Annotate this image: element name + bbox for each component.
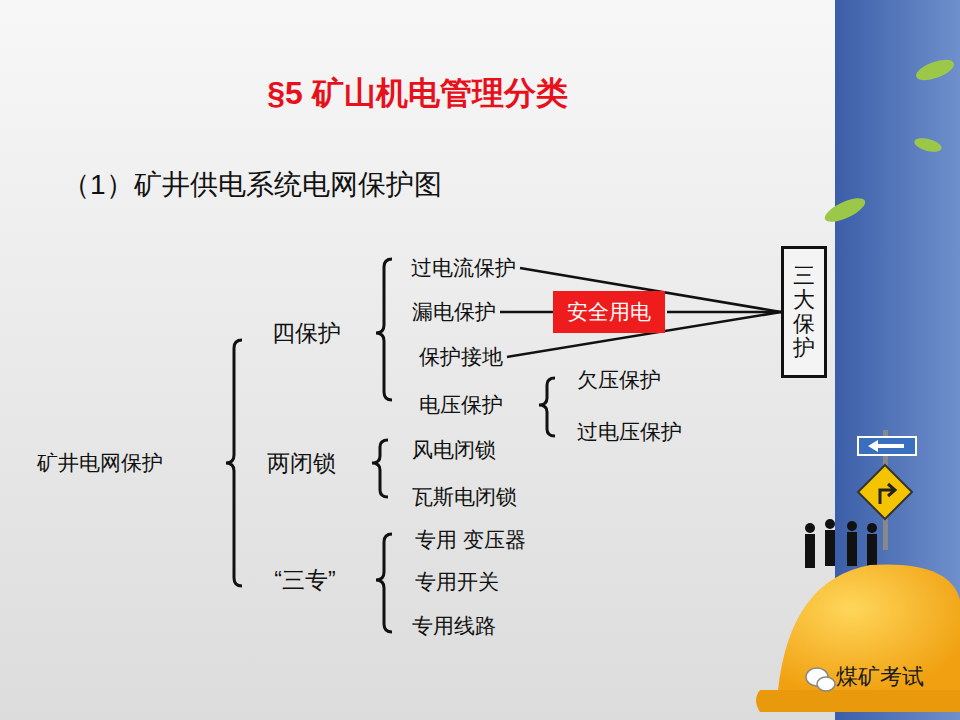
highlight-box: 安全用电 bbox=[553, 291, 665, 333]
group-item: 四保护 bbox=[270, 316, 343, 351]
leaf-item: 风电闭锁 bbox=[410, 434, 498, 466]
node-text: 专用线路 bbox=[412, 612, 496, 640]
node-text: 欠压保护 bbox=[577, 366, 661, 394]
node-text: 过电压保护 bbox=[577, 418, 682, 446]
leaf-item: 专用 变压器 bbox=[413, 524, 528, 556]
leaf-item: 过电流保护 bbox=[409, 252, 518, 284]
node-text: 两闭锁 bbox=[267, 448, 336, 479]
leaves bbox=[822, 56, 957, 227]
node-text: 四保护 bbox=[272, 318, 341, 349]
node-text: 保护接地 bbox=[419, 343, 503, 371]
node-text: 漏电保护 bbox=[412, 298, 496, 326]
connector-line bbox=[667, 311, 781, 314]
leaf-item: 过电压保护 bbox=[575, 416, 684, 448]
wechat-icon bbox=[806, 668, 835, 691]
safety-helmet bbox=[756, 564, 960, 712]
node-text: 专用开关 bbox=[415, 568, 499, 596]
group-item: 两闭锁 bbox=[265, 446, 338, 481]
node-text: 瓦斯电闭锁 bbox=[412, 483, 517, 511]
leaf-item: 专用线路 bbox=[410, 610, 498, 642]
slide-title: §5 矿山机电管理分类 bbox=[0, 72, 835, 116]
vertical-box: 三大保护 bbox=[781, 246, 827, 378]
connector-line bbox=[500, 311, 553, 314]
node-text: 专用 变压器 bbox=[415, 526, 525, 554]
brackets bbox=[226, 259, 555, 632]
leaf-item: 专用开关 bbox=[413, 566, 501, 598]
node-text: 矿井电网保护 bbox=[37, 449, 163, 477]
leaf-item: 漏电保护 bbox=[410, 296, 498, 328]
people-silhouettes bbox=[805, 519, 877, 568]
watermark: 煤矿考试 bbox=[836, 662, 924, 692]
section-heading: （1）矿井供电系统电网保护图 bbox=[62, 166, 442, 204]
leaf-item: 保护接地 bbox=[417, 341, 505, 373]
group-item: “三专” bbox=[272, 563, 338, 598]
node-text: 风电闭锁 bbox=[412, 436, 496, 464]
node-text: 电压保护 bbox=[419, 391, 503, 419]
node-text: 安全用电 bbox=[567, 298, 651, 326]
leaf-item: 电压保护 bbox=[417, 389, 505, 421]
leaf-item: 瓦斯电闭锁 bbox=[410, 481, 519, 513]
node-text: 三大保护 bbox=[793, 264, 815, 361]
node-text: 过电流保护 bbox=[411, 254, 516, 282]
leaf-item: 欠压保护 bbox=[575, 364, 663, 396]
signpost bbox=[858, 430, 916, 550]
node-text: “三专” bbox=[274, 565, 335, 596]
root-item: 矿井电网保护 bbox=[35, 447, 165, 479]
